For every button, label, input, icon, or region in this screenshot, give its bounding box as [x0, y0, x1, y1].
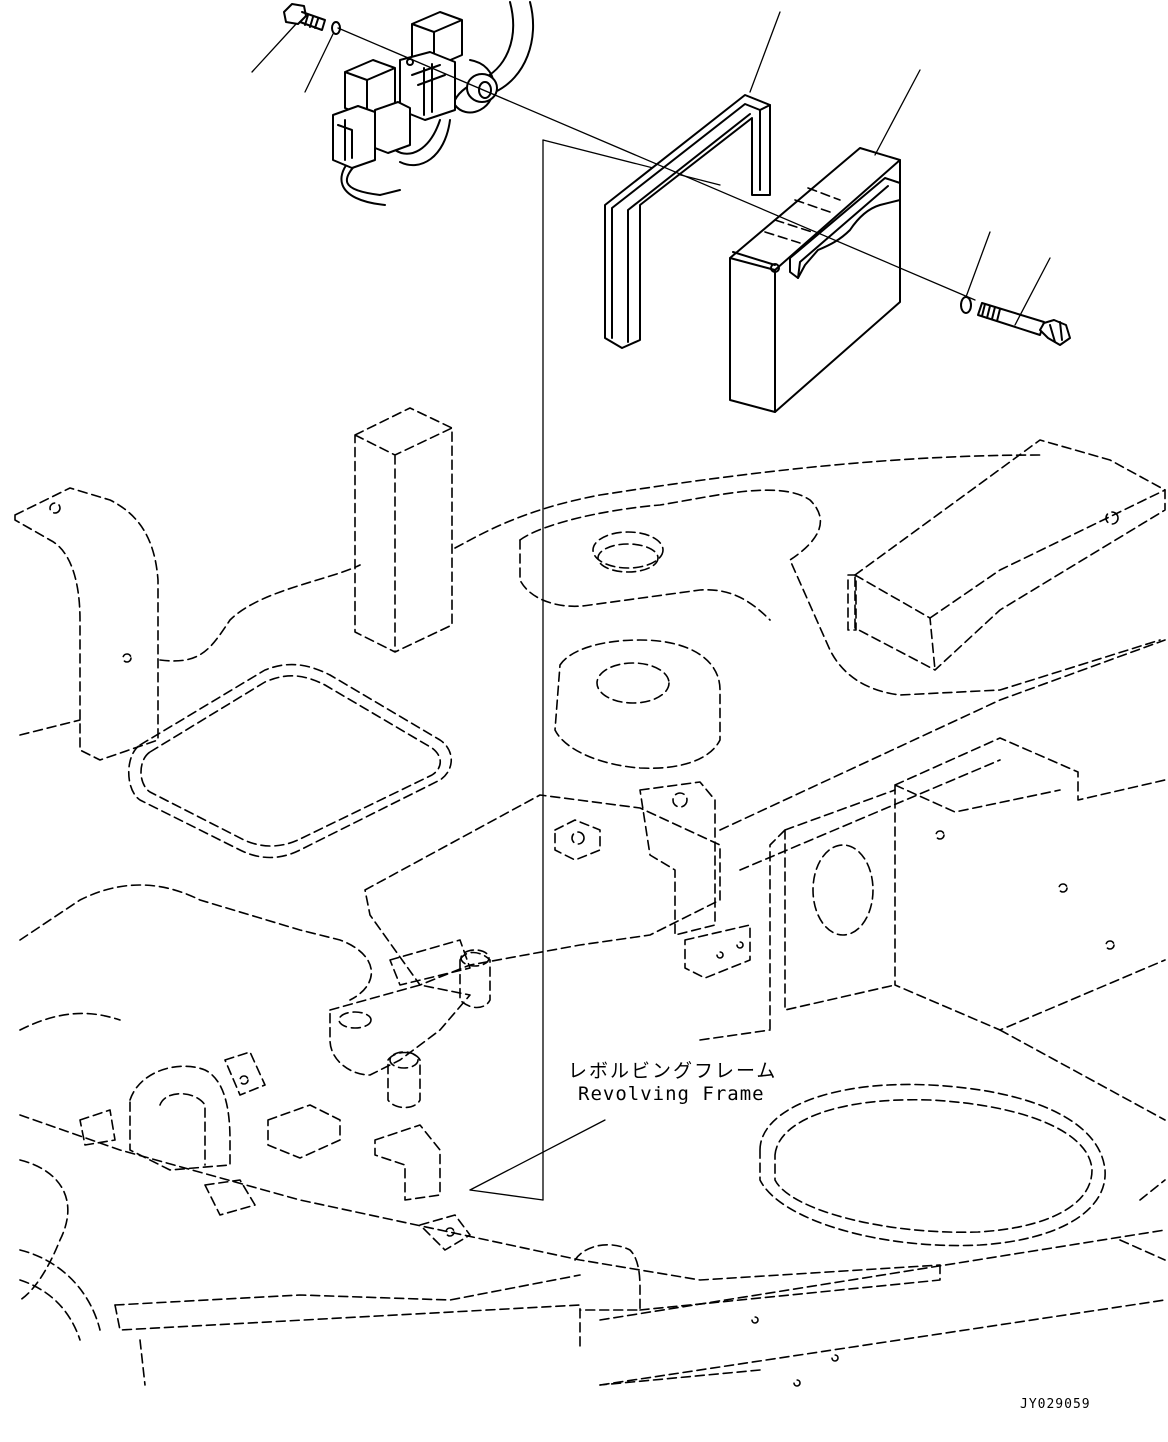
reference-line: [469, 139, 721, 1201]
revolving-frame: [14, 407, 1166, 1387]
right-bolt-washer: [960, 296, 1071, 346]
drawing-id: JY029059: [1020, 1397, 1091, 1412]
part-label-english: Revolving Frame: [578, 1083, 765, 1105]
relay-harness-assembly: [283, 1, 535, 206]
leader-lines: [251, 11, 1051, 1191]
controller-box: [729, 147, 901, 413]
u-bracket: [604, 94, 771, 349]
part-label-japanese: レボルビングフレーム: [568, 1060, 778, 1082]
